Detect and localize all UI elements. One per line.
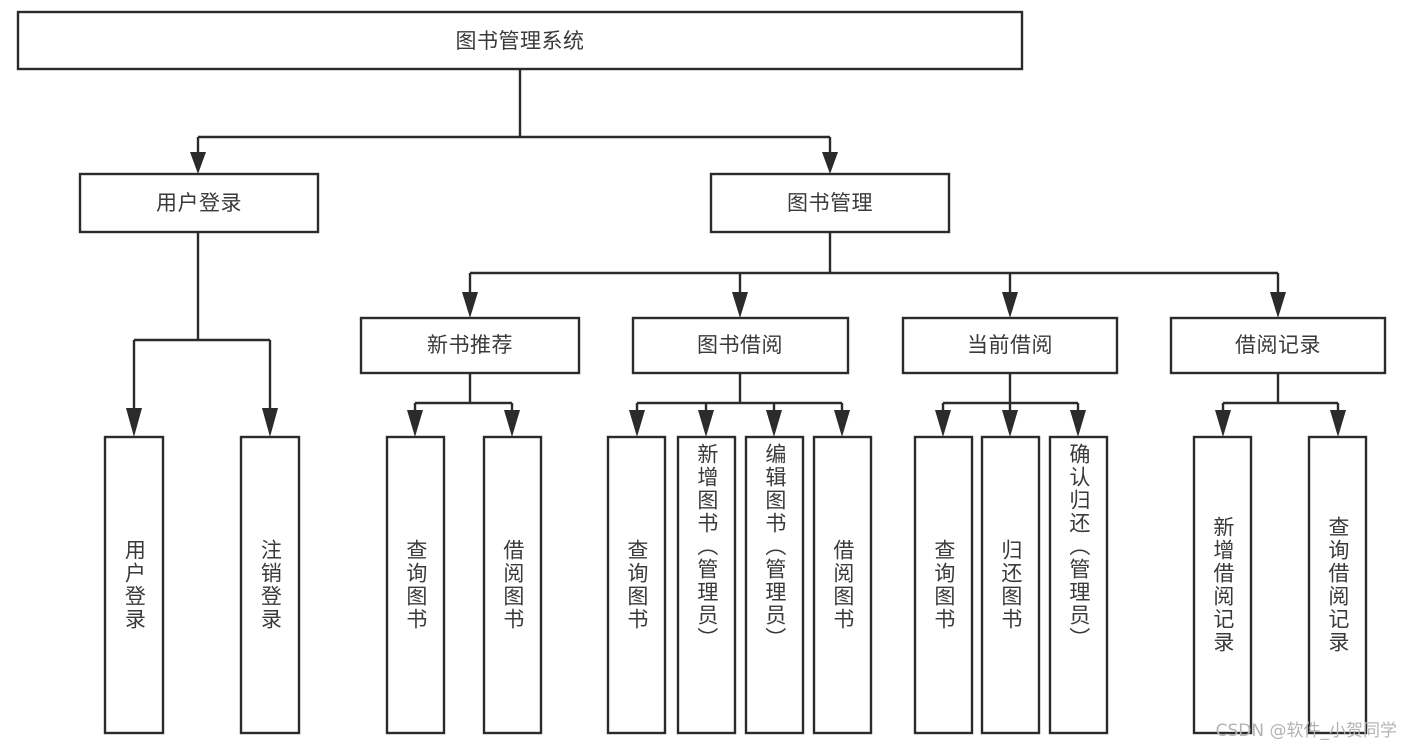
arrowhead-leaf-edit-book (766, 410, 782, 437)
node-box-leaf-borrow-book-1[interactable] (482, 435, 543, 735)
arrowhead-leaf-query-book-2 (629, 410, 645, 437)
arrowhead-leaf-logout (262, 408, 278, 437)
arrowhead-leaf-query-record (1330, 410, 1346, 437)
connector-root-to-level2 (196, 69, 832, 158)
arrowhead-leaf-confirm-return (1070, 410, 1086, 437)
arrowhead-book-manage (822, 152, 838, 174)
node-box-leaf-return-book[interactable] (980, 435, 1041, 735)
arrowhead-leaf-add-record (1215, 410, 1231, 437)
node-box-leaf-query-book-3[interactable] (913, 435, 974, 735)
arrowhead-book-borrow (732, 292, 748, 318)
node-label-borrow-record: 借阅记录 (1235, 333, 1321, 357)
node-box-book-manage[interactable] (709, 172, 951, 234)
node-box-user-login[interactable] (78, 172, 320, 234)
connector-layer (126, 69, 1346, 437)
node-box-leaf-confirm-return[interactable] (1048, 435, 1109, 735)
node-label-user-login: 用户登录 (156, 191, 242, 215)
node-box-current-borrow[interactable] (901, 316, 1119, 375)
node-box-leaf-user-login[interactable] (103, 435, 165, 735)
node-box-root[interactable] (16, 10, 1024, 71)
node-box-leaf-borrow-book-2[interactable] (812, 435, 873, 735)
node-box-leaf-add-record[interactable] (1192, 435, 1253, 735)
arrowhead-leaf-query-book-1 (407, 410, 423, 437)
arrowhead-leaf-query-book-3 (935, 410, 951, 437)
node-box-leaf-query-book-1[interactable] (385, 435, 446, 735)
connector-currentborrow-to-leaves (941, 373, 1080, 414)
node-layer: 图书管理系统 用户登录 图书管理 新书推荐 图书借阅 当前借阅 借阅记录 (16, 10, 1387, 735)
node-label-book-borrow: 图书借阅 (697, 333, 783, 357)
node-label-new-book-rec: 新书推荐 (427, 333, 513, 357)
node-label-root: 图书管理系统 (456, 29, 585, 53)
node-box-book-borrow[interactable] (631, 316, 850, 375)
arrowhead-borrow-record (1270, 292, 1286, 318)
node-box-new-book-rec[interactable] (359, 316, 581, 375)
connector-bookmanage-to-level3 (468, 232, 1280, 296)
node-box-leaf-edit-book[interactable] (744, 435, 805, 735)
node-label-current-borrow: 当前借阅 (967, 333, 1053, 357)
arrowhead-leaf-borrow-book-2 (834, 410, 850, 437)
arrowhead-leaf-borrow-book-1 (504, 410, 520, 437)
node-box-leaf-logout[interactable] (239, 435, 301, 735)
csdn-watermark: CSDN @软件_小贺同学 (1215, 721, 1397, 741)
arrowhead-new-book-rec (462, 292, 478, 318)
arrowhead-leaf-user-login (126, 408, 142, 437)
connector-borrowrecord-to-leaves (1221, 373, 1340, 414)
arrowhead-current-borrow (1002, 292, 1018, 318)
node-box-leaf-add-book[interactable] (676, 435, 737, 735)
connector-userlogin-to-leaves (132, 232, 272, 412)
connector-bookborrow-to-leaves (635, 373, 844, 414)
node-box-borrow-record[interactable] (1169, 316, 1387, 375)
node-label-book-manage: 图书管理 (787, 191, 873, 215)
arrowhead-leaf-return-book (1002, 410, 1018, 437)
arrowhead-leaf-add-book (698, 410, 714, 437)
connector-newbook-to-leaves (413, 373, 514, 414)
arrowhead-user-login (190, 152, 206, 174)
node-box-leaf-query-book-2[interactable] (606, 435, 667, 735)
node-box-leaf-query-record[interactable] (1307, 435, 1368, 735)
